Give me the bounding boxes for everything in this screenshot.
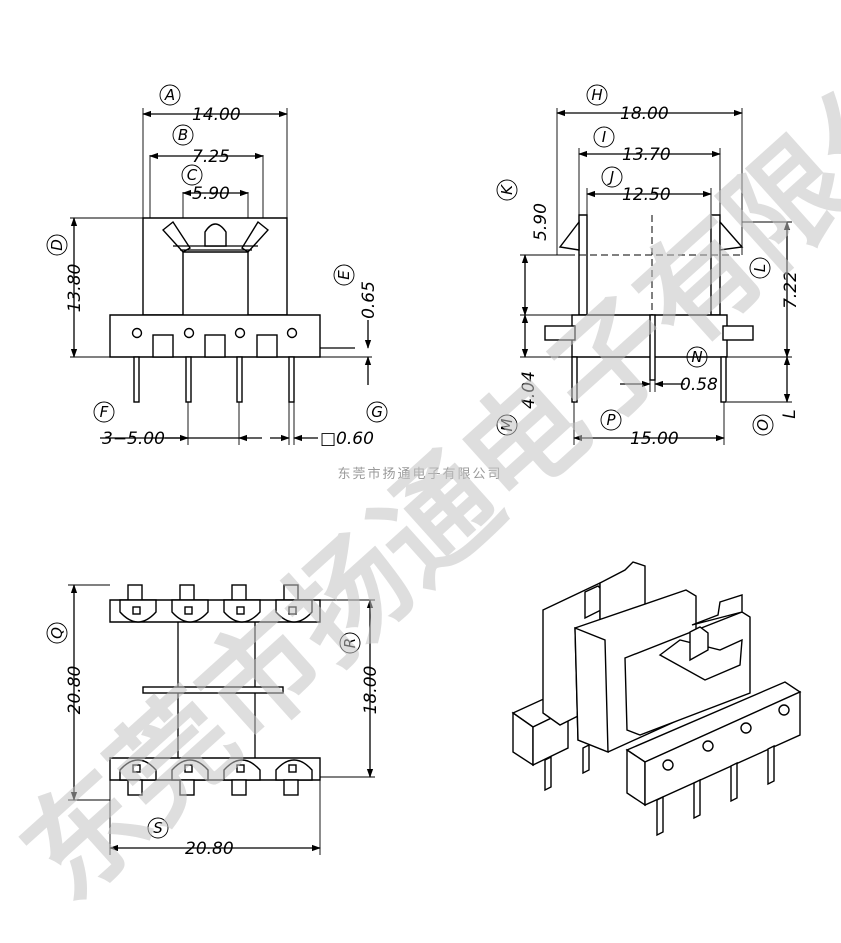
dim-p: 15.00: [630, 429, 679, 449]
dim-f: 3−5.00: [102, 429, 165, 449]
front-clip-left: [161, 220, 191, 253]
front-pin: [236, 356, 243, 403]
label-b: B: [178, 126, 188, 144]
label-n: N: [691, 348, 702, 366]
side-pin: [649, 314, 656, 381]
iso-pin: [656, 795, 664, 837]
label-o: O: [754, 419, 772, 431]
label-h: H: [591, 86, 602, 104]
label-l: L: [751, 264, 769, 272]
dim-q: 20.80: [65, 666, 85, 715]
watermark-small: 东莞市扬通电子有限公司: [337, 466, 502, 482]
front-pin-hole: [183, 327, 195, 339]
dim-h: 18.00: [620, 104, 669, 124]
bottom-pin-square: [236, 606, 245, 615]
dim-n: 0.58: [680, 375, 718, 395]
dim-c: 5.90: [192, 184, 230, 204]
dim-j: 12.50: [622, 185, 671, 205]
bottom-center-bar: [142, 686, 284, 694]
bottom-pin-square: [132, 764, 141, 773]
front-pin-hole: [234, 327, 246, 339]
front-core-window: [182, 251, 249, 319]
label-a: A: [164, 86, 175, 104]
label-d: D: [48, 239, 66, 251]
front-pin: [185, 356, 192, 403]
label-q: Q: [48, 627, 66, 639]
dim-r: 18.00: [361, 666, 381, 715]
iso-pin: [582, 743, 590, 775]
isometric-view: [511, 561, 802, 837]
bottom-pin-square: [184, 764, 193, 773]
bottom-pin-square: [236, 764, 245, 773]
front-pin: [288, 356, 295, 403]
label-j: J: [607, 168, 614, 186]
iso-pin: [730, 761, 738, 803]
dim-m: 4.04: [519, 371, 539, 409]
label-m: M: [498, 418, 516, 431]
dim-i: 13.70: [622, 145, 671, 165]
side-clip-right: [719, 220, 744, 251]
front-pin-hole: [131, 327, 143, 339]
label-g: G: [371, 403, 383, 421]
label-i: I: [602, 128, 607, 146]
bottom-pin-square: [184, 606, 193, 615]
bottom-rail-bottom: [109, 757, 321, 781]
front-pin: [133, 356, 140, 403]
label-r: R: [341, 638, 359, 648]
front-view: A 14.00 B 7.25 C 5.90 D 13.80: [46, 84, 388, 449]
front-clip-right: [241, 220, 270, 253]
label-s: S: [153, 819, 163, 837]
front-center-tab: [204, 223, 227, 247]
label-f: F: [100, 403, 109, 421]
dim-k: 5.90: [531, 203, 551, 241]
side-pin: [571, 356, 578, 403]
side-clip-left: [558, 219, 580, 251]
iso-pin: [693, 778, 701, 820]
dim-l: 7.22: [781, 271, 801, 309]
label-p: P: [606, 411, 616, 429]
dim-e: 0.65: [359, 281, 379, 319]
front-pin-hole: [286, 327, 298, 339]
bottom-view: Q 20.80 R 18.00: [46, 584, 381, 859]
label-k: K: [498, 184, 516, 195]
side-view: H 18.00 I 13.70 J 12.50 K 5.90: [496, 84, 801, 449]
iso-pin: [767, 744, 775, 786]
label-e: E: [335, 270, 353, 280]
bottom-pin-square: [288, 764, 297, 773]
dim-b: 7.25: [192, 147, 230, 167]
dim-d: 13.80: [65, 264, 85, 313]
dim-o: L: [780, 409, 800, 418]
bottom-pin-square: [132, 606, 141, 615]
side-pin: [720, 356, 727, 403]
dim-a: 14.00: [192, 105, 241, 125]
label-c: C: [187, 166, 198, 184]
dim-s: 20.80: [185, 839, 234, 859]
dim-g: □0.60: [320, 429, 374, 449]
bottom-pin-square: [288, 606, 297, 615]
